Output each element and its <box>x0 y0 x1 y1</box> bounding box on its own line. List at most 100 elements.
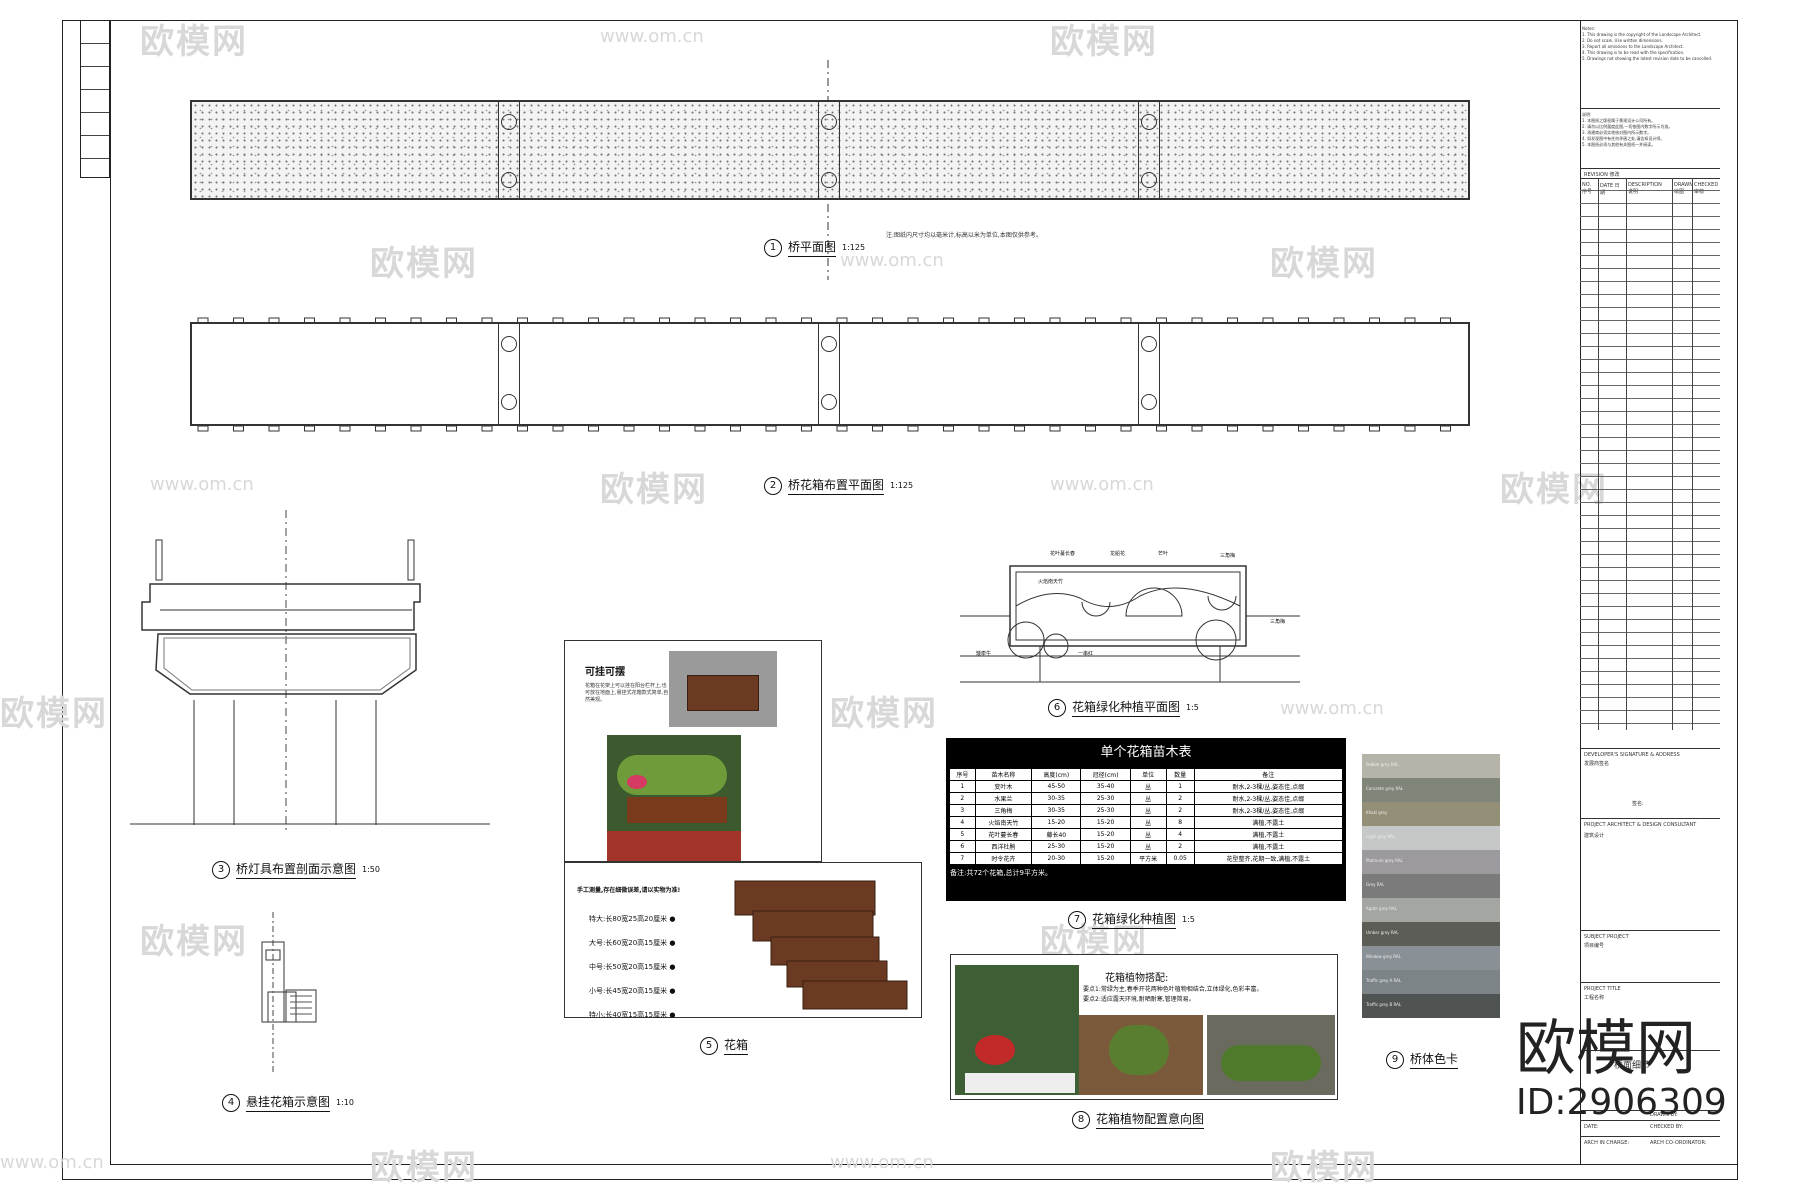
view-4-label: 4 悬挂花箱示意图 1:10 <box>222 1093 354 1112</box>
table-cell: 花叶蔓长春 <box>974 828 1033 841</box>
flowerbox-marker <box>943 317 954 324</box>
table-cell: 满植,不露土 <box>1193 816 1344 829</box>
flowerbox-marker <box>410 425 422 432</box>
divider <box>1580 178 1720 179</box>
flowerbox-marker <box>694 317 706 324</box>
table-cell: 三角梅 <box>974 804 1033 817</box>
view-7-label: 7 花箱绿化种植图 1:5 <box>1068 910 1195 929</box>
watermark-logo: 欧模网 <box>600 470 708 510</box>
table-cell: 藤长40 <box>1031 828 1082 841</box>
in-charge: ARCH IN CHARGE: <box>1584 1140 1630 1146</box>
watermark-url: www.om.cn <box>1280 698 1384 719</box>
flowerbox-marker <box>481 425 493 432</box>
table-cell: 西洋杜鹃 <box>974 840 1033 853</box>
flowerbox-marker <box>1014 425 1025 432</box>
checked-by: CHECKED BY: <box>1650 1124 1684 1130</box>
view-number: 4 <box>222 1093 240 1112</box>
watermark-logo: 欧模网 <box>370 1148 478 1188</box>
brand-id: ID:2906309 <box>1516 1082 1727 1123</box>
watermark-logo: 欧模网 <box>0 694 108 734</box>
table-footer: 备注:共72个花箱,总计9平方米。 <box>950 869 1052 877</box>
flowerbox-marker <box>446 425 457 432</box>
table-cell: 1 <box>1165 780 1195 793</box>
pier-3 <box>1138 100 1160 200</box>
watermark-logo: 欧模网 <box>370 244 478 284</box>
sign-label: 签名: <box>1632 801 1644 807</box>
swatch-label: Traffic grey A RAL <box>1366 978 1402 983</box>
flowerbox-marker <box>730 425 741 432</box>
view-title: 悬挂花箱示意图 <box>246 1093 331 1112</box>
subproject-label: SUBJECT PROJECT <box>1584 934 1629 940</box>
color-swatch: Grey RAL <box>1362 874 1500 898</box>
flowerbox-marker <box>659 425 670 432</box>
planter-photo-3 <box>1207 1015 1335 1095</box>
view-3-label: 3 桥灯具布置剖面示意图 1:50 <box>212 860 380 879</box>
flowerbox-marker <box>1085 425 1096 432</box>
flowerbox-marker <box>1369 425 1380 432</box>
divider <box>1580 982 1720 983</box>
coordinator: ARCH CO-ORDINATOR: <box>1650 1140 1707 1146</box>
flowerbox-marker <box>339 317 351 324</box>
callout: 花叶蔓长春 <box>1050 551 1076 557</box>
view-number: 1 <box>764 238 782 257</box>
table-cell: 1 <box>949 780 976 793</box>
view-title: 桥花箱布置平面图 <box>788 476 885 495</box>
view-title: 花箱绿化种植平面图 <box>1072 698 1181 717</box>
view-title: 花箱绿化种植图 <box>1092 910 1177 929</box>
planting-plan-drawing <box>960 565 1300 683</box>
nursery-stock-table: 单个花箱苗木表 序号 苗木名称 高度(cm) 冠径(cm) 单位 数量 备注 1… <box>946 738 1346 901</box>
flowerbox-marker <box>659 317 670 324</box>
view-number: 9 <box>1386 1050 1404 1069</box>
table-cell: 丛 <box>1129 804 1167 817</box>
flowerbox-marker <box>943 425 954 432</box>
planting-point-1: 要点1:常绿为主,春季开花两种色叶植物相结合,立体绿化,色彩丰富。 <box>1083 986 1263 993</box>
callout: 芒叶 <box>1158 551 1169 557</box>
swatch-label: Khaki grey <box>1366 810 1388 815</box>
plan-note: 注:图纸内尺寸均以毫米计,标高以米为单位,本图仅供参考。 <box>886 232 1042 239</box>
planter-photo-1 <box>955 965 1079 1095</box>
table-cell: 45-50 <box>1031 780 1082 793</box>
callout: 火焰南天竹 <box>1038 579 1064 585</box>
table-cell: 变叶木 <box>974 780 1033 793</box>
flowerbox-marker <box>268 317 280 324</box>
swatch-label: Grey RAL <box>1366 882 1385 887</box>
date-label: DATE: <box>1584 1124 1599 1130</box>
flowerbox-marker <box>304 317 315 324</box>
view-scale: 1:125 <box>890 481 914 490</box>
flowerbox-marker <box>1440 425 1451 432</box>
table-cell: 6 <box>949 840 976 853</box>
table-cell: 满植,不露土 <box>1193 840 1344 853</box>
title-block-notes-cn: 说明: 1. 本图纸之版权属于景观设计公司所有。 2. 请勿以比例量度此图,一切… <box>1582 112 1673 147</box>
color-swatch: Agate grey RAL <box>1362 898 1500 922</box>
flowerbox-marker <box>1333 317 1345 324</box>
flowerbox-marker <box>197 425 209 432</box>
table-cell: 20-30 <box>1031 852 1082 865</box>
callout: 矮牵牛 <box>976 651 992 657</box>
view-scale: 1:5 <box>1182 915 1195 924</box>
flowerbox-size-card: 手工测量,存在细微误差,请以实物为准! 特大:长80宽25高20厘米 ● 大号:… <box>564 862 922 1019</box>
color-swatch: Traffic grey A RAL <box>1362 970 1500 994</box>
swatch-label: Light grey RAL <box>1366 834 1396 839</box>
title-block-notes: Notes: 1. This drawing is the copyright … <box>1582 26 1713 61</box>
view-8-label: 8 花箱植物配置意向图 <box>1072 1110 1205 1129</box>
table-cell: 丛 <box>1129 816 1167 829</box>
hang-description: 花箱在花架上可以挂在阳台栏杆上,也可放在地面上,悬挂式花箱款式简单,自然美观。 <box>585 683 669 703</box>
color-swatch: Umber grey RAL <box>1362 922 1500 946</box>
flowerbox-marker <box>552 317 564 324</box>
flowerbox-marker <box>268 425 280 432</box>
flowerbox-marker <box>1262 317 1274 324</box>
swatch-label: Concrete grey RAL <box>1366 786 1404 791</box>
view-9-label: 9 桥体色卡 <box>1386 1050 1459 1069</box>
watermark-url: www.om.cn <box>0 1152 104 1173</box>
callout: 三角梅 <box>1220 553 1236 559</box>
divider <box>1580 1050 1720 1051</box>
flowerbox-marker <box>907 317 919 324</box>
table-cell: 火焰南天竹 <box>974 816 1033 829</box>
divider <box>1580 818 1720 819</box>
view-number: 5 <box>700 1036 718 1055</box>
flowerbox-marker <box>517 425 528 432</box>
